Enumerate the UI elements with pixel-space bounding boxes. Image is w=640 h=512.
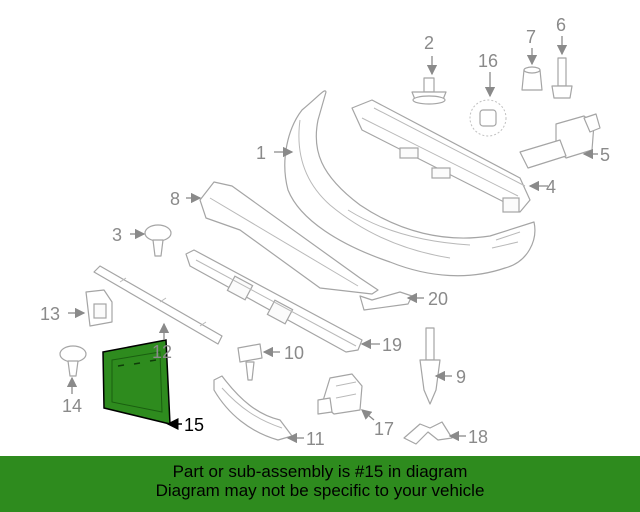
banner-line-part: Part or sub-assembly is #15 in diagram — [172, 462, 468, 481]
callout-18[interactable]: 18 — [468, 427, 488, 447]
callout-3[interactable]: 3 — [112, 225, 122, 245]
grille-strip — [93, 265, 223, 345]
leader-lines — [66, 36, 598, 444]
bumper-cover — [284, 90, 536, 277]
push-clip-3 — [144, 224, 172, 257]
callout-6[interactable]: 6 — [556, 15, 566, 35]
callout-20[interactable]: 20 — [428, 289, 448, 309]
reinforcement-bar — [351, 99, 531, 213]
callout-4[interactable]: 4 — [546, 177, 556, 197]
callout-19[interactable]: 19 — [382, 335, 402, 355]
pin-9 — [419, 327, 441, 405]
sensor-17 — [317, 373, 363, 415]
callout-9[interactable]: 9 — [456, 367, 466, 387]
callout-13[interactable]: 13 — [40, 304, 60, 324]
callout-2[interactable]: 2 — [424, 33, 434, 53]
callout-1[interactable]: 1 — [256, 143, 266, 163]
bolt-6 — [551, 57, 573, 99]
callout-labels: 1 2 3 4 5 6 7 8 9 10 11 12 13 14 15 16 1… — [40, 15, 610, 449]
callout-14[interactable]: 14 — [62, 396, 82, 416]
mount-5 — [519, 113, 601, 169]
bumper-block — [85, 289, 113, 327]
callout-7[interactable]: 7 — [526, 27, 536, 47]
nut-7 — [521, 66, 543, 91]
callout-12[interactable]: 12 — [152, 342, 172, 362]
push-clip-14 — [59, 345, 87, 377]
callout-17[interactable]: 17 — [374, 419, 394, 439]
callout-8[interactable]: 8 — [170, 189, 180, 209]
lower-grille — [185, 249, 363, 353]
upper-bracket — [199, 181, 379, 295]
bracket-20 — [359, 291, 413, 311]
callout-5[interactable]: 5 — [600, 145, 610, 165]
clip-16 — [469, 99, 507, 137]
bolt-2 — [411, 77, 447, 105]
info-banner: Part or sub-assembly is #15 in diagram D… — [0, 456, 640, 512]
callout-11[interactable]: 11 — [306, 429, 325, 449]
callout-15[interactable]: 15 — [184, 415, 204, 435]
callout-10[interactable]: 10 — [284, 343, 304, 363]
parts-diagram: 1 2 3 4 5 6 7 8 9 10 11 12 13 14 15 16 1… — [40, 15, 610, 449]
banner-line-disclaimer: Diagram may not be specific to your vehi… — [155, 481, 485, 500]
clip-bracket-18 — [403, 421, 453, 445]
lower-deflector — [213, 375, 293, 441]
callout-16[interactable]: 16 — [478, 51, 498, 71]
fastener-10 — [237, 343, 263, 381]
